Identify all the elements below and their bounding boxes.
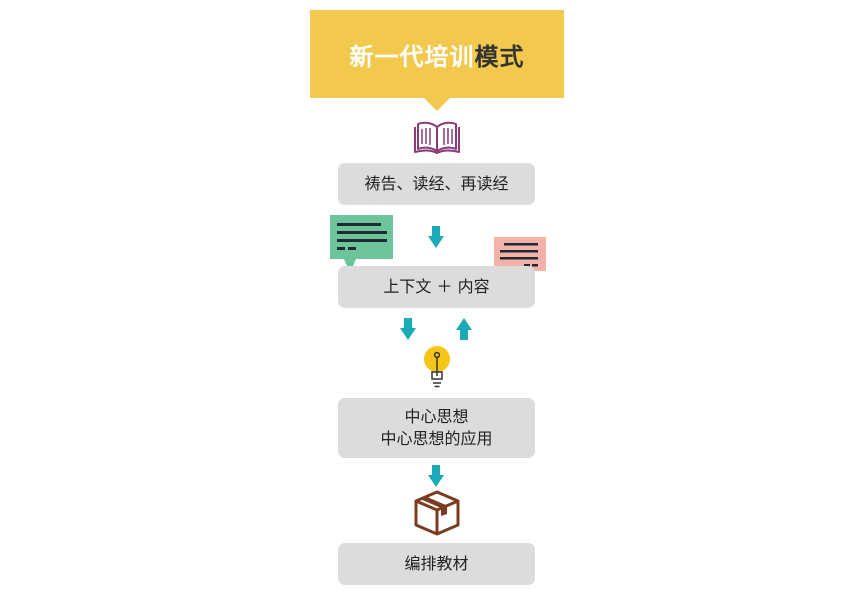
step-box-prayer-reading: 祷告、读经、再读经 [338, 163, 535, 205]
step-2-text: 上下文 ＋ 内容 [383, 277, 490, 296]
title-callout: 新一代培训模式 [310, 10, 564, 98]
step-3-line-1: 中心思想 [404, 407, 469, 426]
lightbulb-icon [424, 346, 450, 388]
step-1-text: 祷告、读经、再读经 [364, 174, 509, 193]
box-icon [414, 490, 460, 536]
arrow-down-icon [400, 318, 416, 340]
title-highlight-text: 新一代培训 [349, 42, 475, 71]
diagram-title: 新一代培训模式 [350, 37, 525, 72]
step-3-line-2: 中心思想的应用 [380, 429, 493, 448]
title-rest-text: 模式 [474, 42, 525, 71]
step-box-context-content: 上下文 ＋ 内容 [338, 266, 535, 308]
green-speech-bubble-icon [330, 215, 393, 273]
step-box-compile-materials: 编排教材 [338, 543, 535, 585]
arrow-down-icon [428, 226, 444, 248]
title-callout-pointer [423, 97, 451, 111]
arrow-up-icon [456, 318, 472, 340]
arrow-down-icon [428, 465, 444, 487]
step-box-central-idea: 中心思想 中心思想的应用 [338, 398, 535, 458]
step-4-text: 编排教材 [404, 554, 469, 573]
pink-speech-bubble-icon [494, 237, 546, 283]
open-book-icon [414, 121, 460, 154]
